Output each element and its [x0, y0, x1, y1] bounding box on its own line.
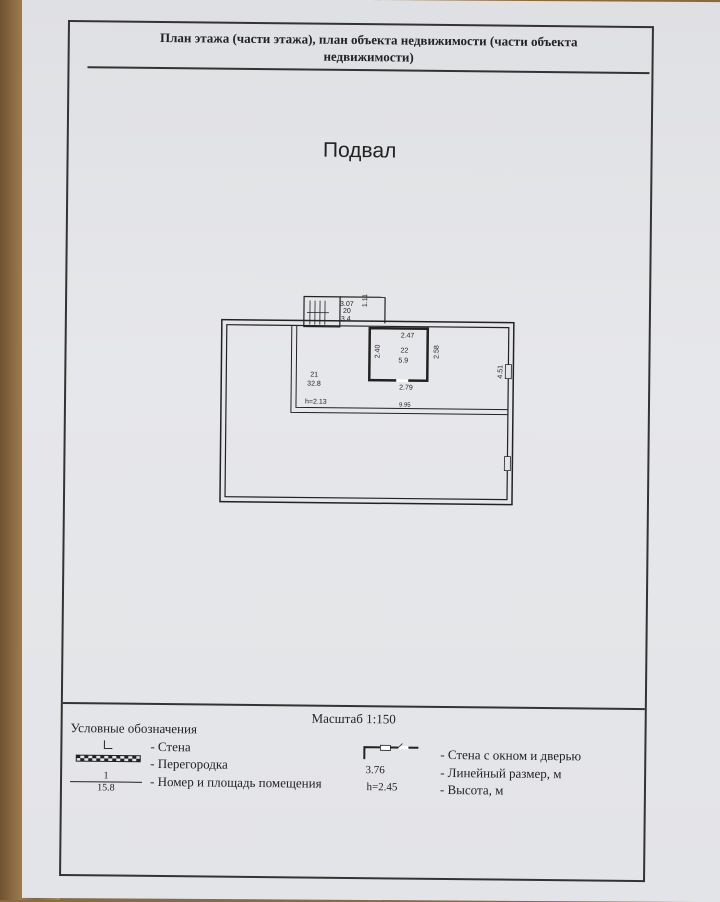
legend-wall: - Стена — [150, 739, 190, 755]
legend-room-number: - Номер и площадь помещения — [150, 774, 322, 792]
height-label: h=2.13 — [305, 399, 327, 406]
room-area: 5.9 — [398, 357, 408, 364]
dim-label: 4.51 — [497, 365, 504, 379]
dimension-symbol: 3.76 — [360, 764, 390, 776]
window — [504, 457, 510, 471]
dim-label: 9.95 — [399, 402, 411, 408]
legend-window-door: - Стена с окном и дверью — [440, 747, 581, 764]
dim-label: 1.11 — [362, 294, 369, 307]
floor-plan: 3.07 20 3.4 1.11 2.47 2.40 2.58 22 5.9 2… — [63, 22, 652, 708]
drawing-frame: План этажа (части этажа), план объекта н… — [59, 20, 654, 882]
legend-height: - Высота, м — [440, 782, 504, 799]
legend-block: Масштаб 1:150 Условные обозначения - Сте… — [61, 702, 645, 882]
outer-wall-inner — [225, 325, 509, 500]
dim-label: 2.79 — [399, 384, 413, 391]
dim-label: 2.47 — [401, 333, 415, 340]
legend-dimension: - Линейный размер, м — [440, 765, 562, 782]
legend-title: Условные обозначения — [71, 720, 198, 737]
room-area: 3.4 — [341, 316, 351, 323]
partition-corner-icon — [104, 740, 112, 748]
staircase-room — [304, 296, 340, 326]
dim-label: 2.58 — [433, 345, 440, 359]
room-area: 32.8 — [307, 381, 321, 388]
legend-partition: - Перегородка — [150, 756, 228, 773]
wall-window-door-icon — [362, 743, 422, 762]
room-symbol: 1 15.8 — [70, 770, 142, 794]
height-symbol: h=2.45 — [362, 781, 402, 793]
outer-wall — [220, 320, 514, 505]
room-number: 20 — [343, 308, 351, 315]
window — [505, 365, 511, 379]
dim-label: 2.40 — [374, 344, 381, 358]
room-number: 22 — [401, 348, 409, 355]
legend-symbols-left — [72, 738, 142, 769]
room-number: 21 — [310, 372, 318, 379]
